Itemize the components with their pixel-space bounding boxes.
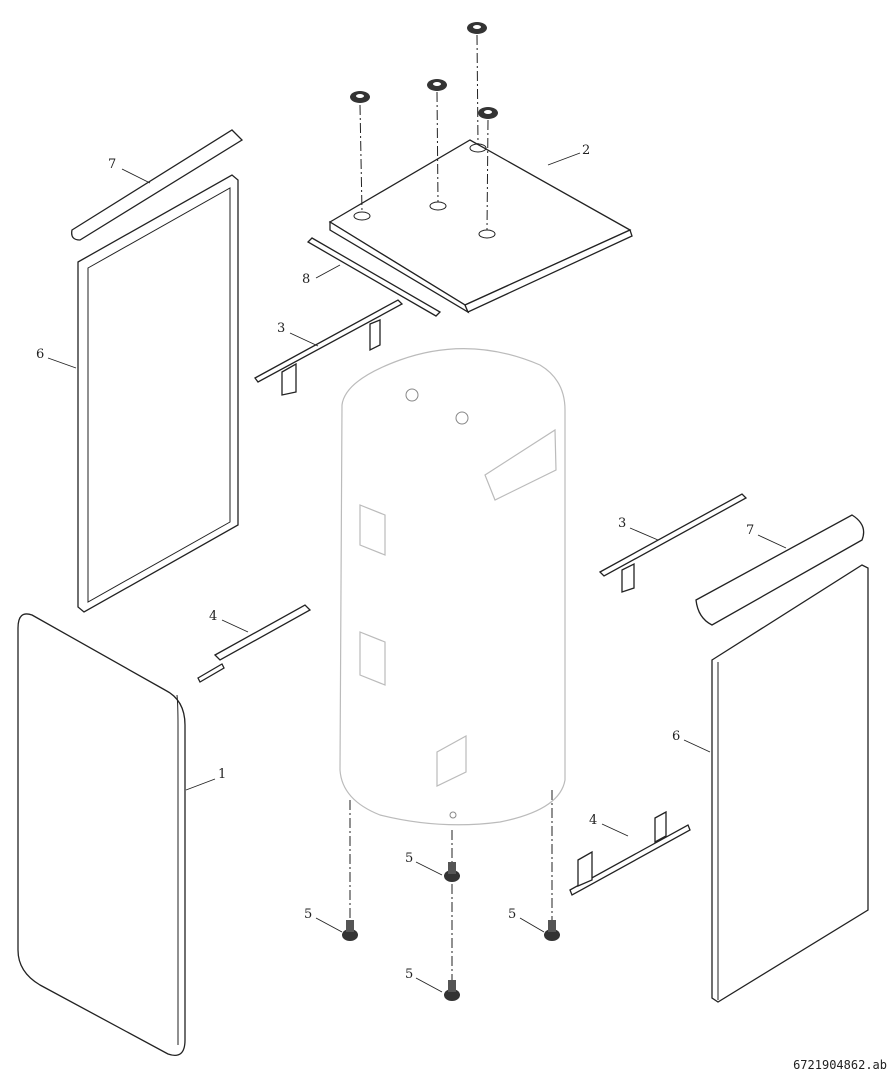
part-4-left-bracket <box>197 604 312 683</box>
label-part-1: 1 <box>218 767 227 782</box>
part-4-right-bracket <box>569 810 691 896</box>
part-6-right-panel <box>683 564 869 1003</box>
part-1-front-panel <box>17 613 216 1057</box>
label-part-2: 2 <box>582 143 591 158</box>
label-part-7: 7 <box>108 157 117 172</box>
feet <box>315 790 560 1001</box>
label-part-3: 3 <box>618 516 627 531</box>
label-part-5: 5 <box>304 907 313 922</box>
part-3-right-bracket <box>598 493 748 593</box>
label-part-4: 4 <box>589 813 598 828</box>
label-part-5: 5 <box>405 967 414 982</box>
part-8-rail <box>306 237 442 317</box>
label-part-6: 6 <box>36 347 45 362</box>
label-part-5: 5 <box>405 851 414 866</box>
tank <box>339 348 566 826</box>
part-7-right-cover <box>695 514 865 626</box>
top-caps <box>350 22 498 231</box>
part-3-left-bracket <box>254 299 404 396</box>
label-part-4: 4 <box>209 609 218 624</box>
part-7-left-cover <box>71 129 244 241</box>
label-part-8: 8 <box>302 272 311 287</box>
part-2-top-lid <box>328 139 633 314</box>
drawing-code: 6721904862.ab <box>793 1058 887 1072</box>
part-6-left-frame <box>47 174 239 613</box>
label-part-5: 5 <box>508 907 517 922</box>
label-part-7: 7 <box>746 523 755 538</box>
label-part-3: 3 <box>277 321 286 336</box>
label-part-6: 6 <box>672 729 681 744</box>
